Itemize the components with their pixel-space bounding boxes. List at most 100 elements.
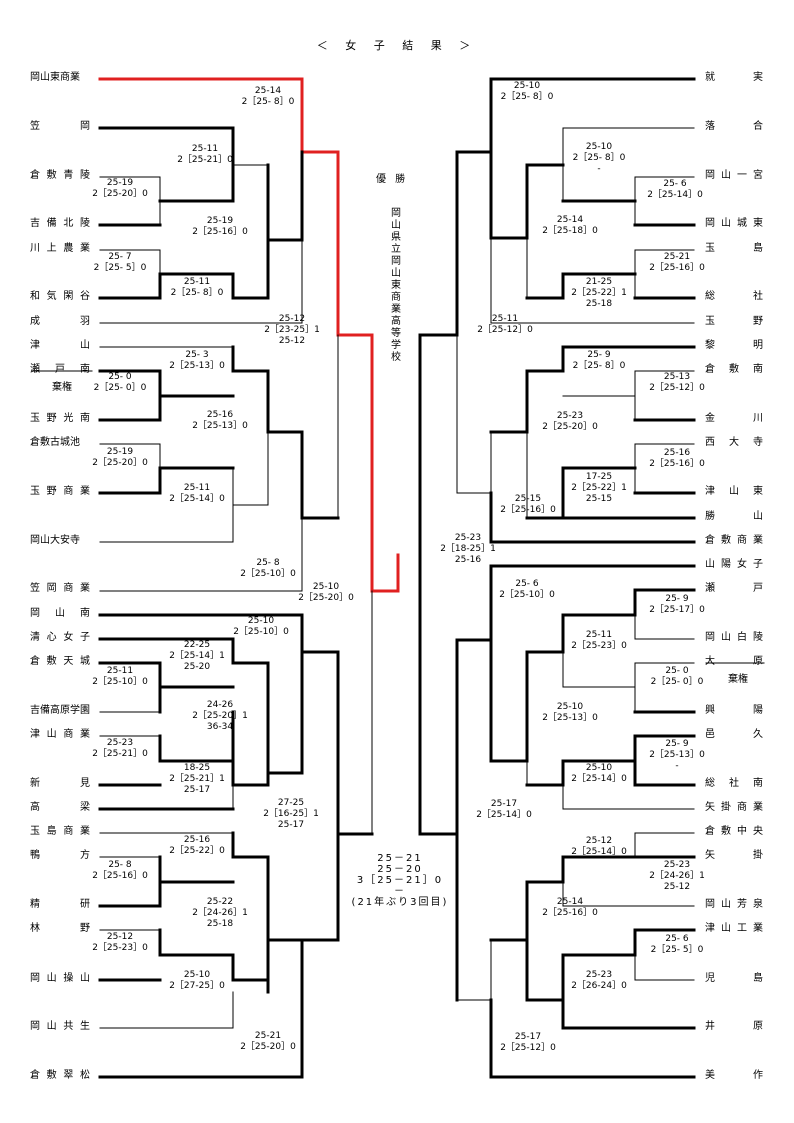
right-team-15: 瀬戸 xyxy=(705,583,763,594)
right-team-11: 津山東 xyxy=(705,486,763,497)
match-score-47: 25-10 2［25-14］0 xyxy=(571,763,627,784)
match-score-13: 25-10 2［25-20］0 xyxy=(298,582,354,603)
match-score-8: 25- 0 2［25- 0］0 xyxy=(93,372,147,393)
final-score: 25－21 25－20 3［25－21］0 － (21年ぶり3回目) xyxy=(351,853,449,908)
right-team-8: 倉敷南 xyxy=(705,364,763,375)
right-team-20: 総社南 xyxy=(705,778,763,789)
right-team-12: 勝山 xyxy=(705,511,763,522)
left-team-18: 津山商業 xyxy=(30,729,90,740)
left-team-12: 岡山大安寺 xyxy=(30,535,80,546)
match-score-37: 25-16 2［25-16］0 xyxy=(649,448,705,469)
right-team-19: 邑久 xyxy=(705,729,763,740)
match-score-42: 25- 9 2［25-17］0 xyxy=(649,594,705,615)
left-team-15: 清心女子 xyxy=(30,632,90,643)
left-team-10: 倉敷古城池 xyxy=(30,437,80,448)
right-team-7: 黎明 xyxy=(705,340,763,351)
match-score-20: 27-25 2［16-25］1 25-17 xyxy=(263,798,319,830)
champion-label: 優 勝 xyxy=(376,174,409,185)
left-team-24: 林野 xyxy=(30,923,90,934)
match-score-33: 25-11 2［25-12］0 xyxy=(477,314,533,335)
match-score-53: 25-23 2［26-24］0 xyxy=(571,970,627,991)
match-score-0: 25-14 2［25- 8］0 xyxy=(241,86,295,107)
left-team-25: 岡山操山 xyxy=(30,973,90,984)
match-score-27: 25-10 2［25- 8］0 xyxy=(500,81,554,102)
left-team-14: 岡山南 xyxy=(30,608,90,619)
right-team-1: 落合 xyxy=(705,121,763,132)
match-score-43: 25-11 2［25-23］0 xyxy=(571,630,627,651)
match-score-49: 25-12 2［25-14］0 xyxy=(571,836,627,857)
right-team-3: 岡山城東 xyxy=(705,218,763,229)
match-score-24: 25-12 2［25-23］0 xyxy=(92,932,148,953)
match-score-39: 25-15 2［25-16］0 xyxy=(500,494,556,515)
left-team-19: 新見 xyxy=(30,778,90,789)
match-score-46: 25- 9 2［25-13］0 - xyxy=(649,739,705,771)
right-team-26: 児島 xyxy=(705,973,763,984)
left-team-20: 高梁 xyxy=(30,802,90,813)
withdrawn-note-0: 棄権 xyxy=(52,382,72,393)
right-team-23: 矢掛 xyxy=(705,850,763,861)
match-score-38: 17-25 2［25-22］1 25-15 xyxy=(571,472,627,504)
match-score-11: 25-11 2［25-14］0 xyxy=(169,483,225,504)
right-team-27: 井原 xyxy=(705,1021,763,1032)
match-score-25: 25-10 2［27-25］0 xyxy=(169,970,225,991)
right-team-4: 玉島 xyxy=(705,243,763,254)
match-score-19: 18-25 2［25-21］1 25-17 xyxy=(169,763,225,795)
match-score-15: 22-25 2［25-14］1 25-20 xyxy=(169,640,225,672)
page-title: ＜ 女 子 結 果 ＞ xyxy=(316,39,478,52)
left-team-16: 倉敷天城 xyxy=(30,656,90,667)
match-score-18: 25-23 2［25-21］0 xyxy=(92,738,148,759)
left-team-1: 笠岡 xyxy=(30,121,90,132)
match-score-21: 25-16 2［25-22］0 xyxy=(169,835,225,856)
right-team-2: 岡山一宮 xyxy=(705,170,763,181)
match-score-48: 25-17 2［25-14］0 xyxy=(476,799,532,820)
left-team-5: 和気閑谷 xyxy=(30,291,90,302)
right-team-0: 就実 xyxy=(705,72,763,83)
left-team-17: 吉備高原学園 xyxy=(30,705,90,716)
left-team-26: 岡山共生 xyxy=(30,1021,90,1032)
match-score-50: 25-23 2［24-26］1 25-12 xyxy=(649,860,705,892)
match-score-16: 25-11 2［25-10］0 xyxy=(92,666,148,687)
left-team-21: 玉島商業 xyxy=(30,826,90,837)
match-score-44: 25- 0 2［25- 0］0 xyxy=(650,666,704,687)
match-score-30: 25-14 2［25-18］0 xyxy=(542,215,598,236)
left-team-2: 倉敷青陵 xyxy=(30,170,90,181)
match-score-22: 25- 8 2［25-16］0 xyxy=(92,860,148,881)
right-team-5: 総社 xyxy=(705,291,763,302)
match-score-10: 25-19 2［25-20］0 xyxy=(92,447,148,468)
match-score-36: 25-23 2［25-20］0 xyxy=(542,411,598,432)
right-team-21: 矢掛商業 xyxy=(705,802,763,813)
match-score-51: 25-14 2［25-16］0 xyxy=(542,897,598,918)
match-score-14: 25-10 2［25-10］0 xyxy=(233,616,289,637)
match-score-4: 25- 7 2［25- 5］0 xyxy=(93,252,147,273)
match-score-35: 25-13 2［25-12］0 xyxy=(649,372,705,393)
match-score-12: 25- 8 2［25-10］0 xyxy=(240,558,296,579)
left-team-27: 倉敷翠松 xyxy=(30,1070,90,1081)
match-score-23: 25-22 2［24-26］1 25-18 xyxy=(192,897,248,929)
match-score-17: 24-26 2［25-20］1 36-34 xyxy=(192,700,248,732)
right-team-10: 西大寺 xyxy=(705,437,763,448)
champion-name: 岡山県立岡山東商業高等学校 xyxy=(391,208,401,363)
right-team-6: 玉野 xyxy=(705,316,763,327)
match-score-1: 25-11 2［25-21］0 xyxy=(177,144,233,165)
match-score-9: 25-16 2［25-13］0 xyxy=(192,410,248,431)
match-score-7: 25- 3 2［25-13］0 xyxy=(169,350,225,371)
right-team-14: 山陽女子 xyxy=(705,559,763,570)
match-score-34: 25- 9 2［25- 8］0 xyxy=(572,350,626,371)
match-score-29: 25- 6 2［25-14］0 xyxy=(647,179,703,200)
left-team-13: 笠岡商業 xyxy=(30,583,90,594)
left-team-23: 精研 xyxy=(30,899,90,910)
right-team-13: 倉敷商業 xyxy=(705,535,763,546)
left-team-11: 玉野商業 xyxy=(30,486,90,497)
match-score-26: 25-21 2［25-20］0 xyxy=(240,1031,296,1052)
match-score-31: 25-21 2［25-16］0 xyxy=(649,252,705,273)
right-team-17: 大原 xyxy=(705,656,763,667)
match-score-41: 25- 6 2［25-10］0 xyxy=(499,579,555,600)
left-team-0: 岡山東商業 xyxy=(30,72,80,83)
match-score-28: 25-10 2［25- 8］0 - xyxy=(572,142,626,174)
match-score-52: 25- 6 2［25- 5］0 xyxy=(650,934,704,955)
match-score-45: 25-10 2［25-13］0 xyxy=(542,702,598,723)
left-team-9: 玉野光南 xyxy=(30,413,90,424)
right-team-25: 津山工業 xyxy=(705,923,763,934)
left-team-4: 川上農業 xyxy=(30,243,90,254)
